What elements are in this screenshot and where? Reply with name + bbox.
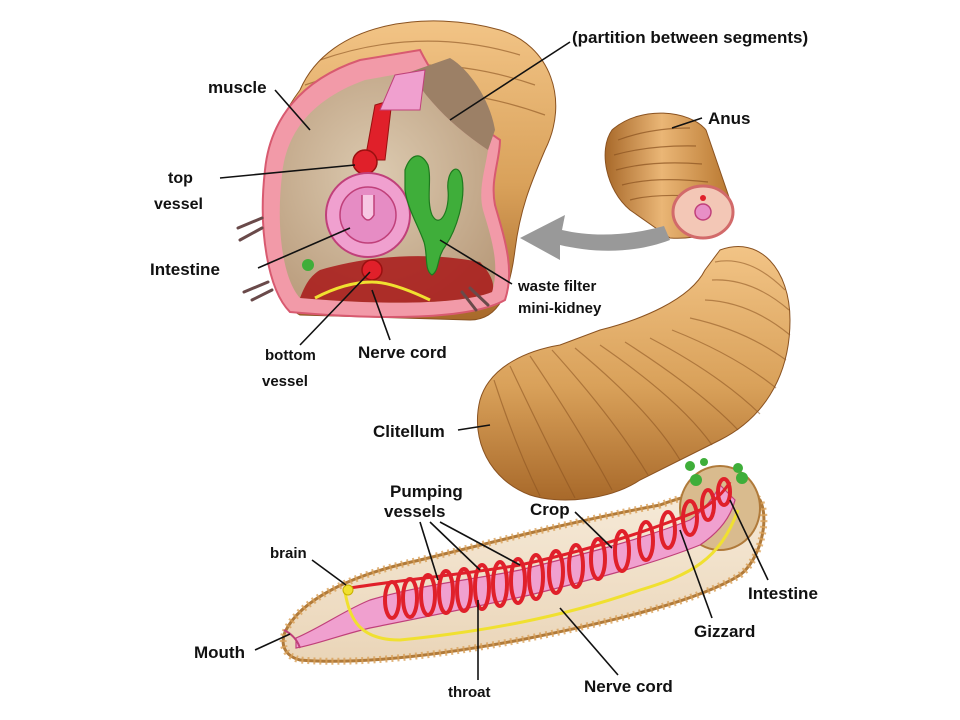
leader-clitellum [457,424,491,431]
label-waste-filter-1: waste filter [517,278,597,295]
label-nerve-cord-body: Nerve cord [584,677,673,696]
brain-ganglion [342,584,354,596]
label-intestine-body: Intestine [748,584,818,603]
leader-intestine-body [729,499,769,581]
coelom-green-spot [302,259,314,271]
leader-crop [574,511,613,549]
label-top-vessel-2: vessel [154,196,203,213]
pumping-vessel-rings [383,477,732,620]
zoom-arrow [520,215,670,260]
body-bristle-edge [279,487,768,665]
body-coil-rings [493,260,791,499]
label-muscle: muscle [208,78,267,97]
label-anus: Anus [708,109,751,128]
leader-pumping-2 [429,521,481,571]
nerve-cord-cross [314,280,431,302]
label-pumping-2: vessels [384,502,445,521]
labels: (partition between segments) muscle Anus… [150,28,818,701]
septum-partition [410,58,495,150]
label-crop: Crop [530,500,570,519]
leader-bottom-vessel [299,271,371,346]
body-cut-kidney-2 [736,472,748,484]
label-clitellum: Clitellum [373,422,445,441]
body-kidneys [685,458,743,473]
leader-top-vessel [219,164,356,179]
label-top-vessel-1: top [168,170,193,187]
cross-section [236,20,557,321]
tail-segment-rings [613,127,715,201]
leader-pumping-3 [439,521,521,566]
leader-gizzard [679,529,713,619]
body-cut-kidney-1 [690,474,702,486]
leader-anus [671,117,703,129]
label-gizzard: Gizzard [694,622,755,641]
leader-pumping-1 [419,521,439,581]
nerve-cord-line [343,509,740,642]
label-intestine-cross: Intestine [150,260,220,279]
earthworm-body [279,112,791,665]
label-nerve-cord-cross: Nerve cord [358,343,447,362]
leader-lines [219,41,769,680]
intestine-typhlosole [361,195,375,221]
label-mouth: Mouth [194,643,245,662]
body-coil [476,246,791,501]
leader-brain [311,559,347,586]
label-bottom-vessel-2: vessel [262,373,308,390]
intestine-tube [379,69,426,111]
leader-mouth [254,633,291,651]
top-vessel [352,149,378,175]
label-throat: throat [448,684,491,701]
leader-waste-filter [439,239,513,285]
label-brain: brain [270,545,307,562]
label-partition: (partition between segments) [572,28,808,47]
tail-cut-intestine [694,203,712,221]
leader-intestine-cross [257,227,351,269]
tail-cut-vessel [700,195,706,201]
nephridium [404,155,464,276]
leader-muscle [274,89,311,131]
leader-nerve-cord-cross [371,289,391,341]
leader-nerve-cord-body [559,607,619,676]
setae [236,216,490,312]
label-pumping-1: Pumping [390,482,463,501]
label-bottom-vessel-1: bottom [265,347,316,364]
label-waste-filter-2: mini-kidney [518,300,602,317]
lower-interior-shadow [300,256,494,303]
mouth-opening [283,629,301,649]
leader-partition [449,41,571,121]
